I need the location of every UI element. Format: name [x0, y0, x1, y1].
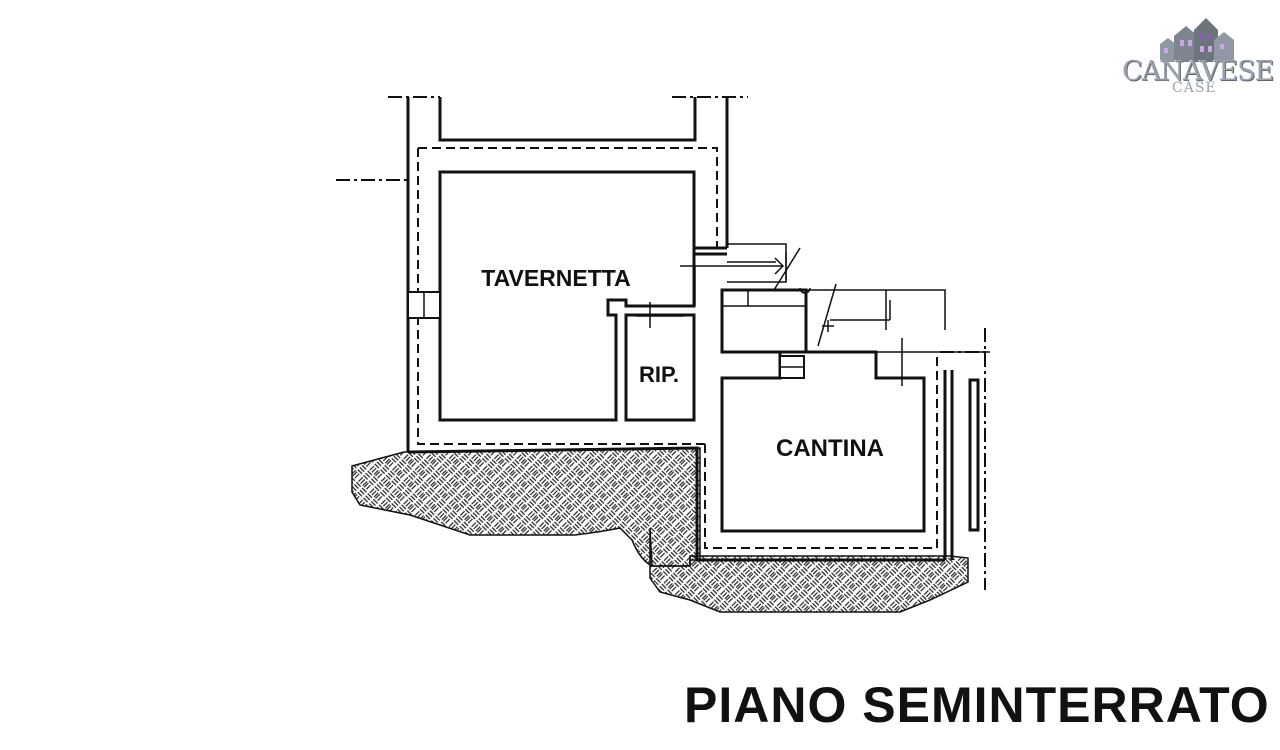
cantina-label: CANTINA [776, 435, 884, 462]
ripostiglio-room-outline [624, 313, 696, 422]
ripostiglio-label: RIP. [639, 362, 679, 387]
logo-brand-text: CANAVESE [1122, 56, 1274, 87]
corridor-area [720, 283, 990, 386]
exterior-walls [406, 97, 980, 562]
tavernetta-room-outline [438, 170, 696, 422]
ripostiglio-door [636, 302, 684, 328]
houses-skyline-icon [1160, 18, 1234, 62]
insulation-lines [417, 147, 938, 549]
canavese-logo: CANAVESE CASE [1118, 14, 1274, 100]
floor-title: PIANO SEMINTERRATO [684, 677, 1270, 733]
tavernetta-label: TAVERNETTA [481, 265, 631, 291]
terrain-hatch-right [649, 527, 969, 613]
stair-passage [680, 243, 801, 306]
logo-sub-text: CASE [1172, 80, 1217, 96]
terrain-hatch-left [351, 447, 701, 567]
